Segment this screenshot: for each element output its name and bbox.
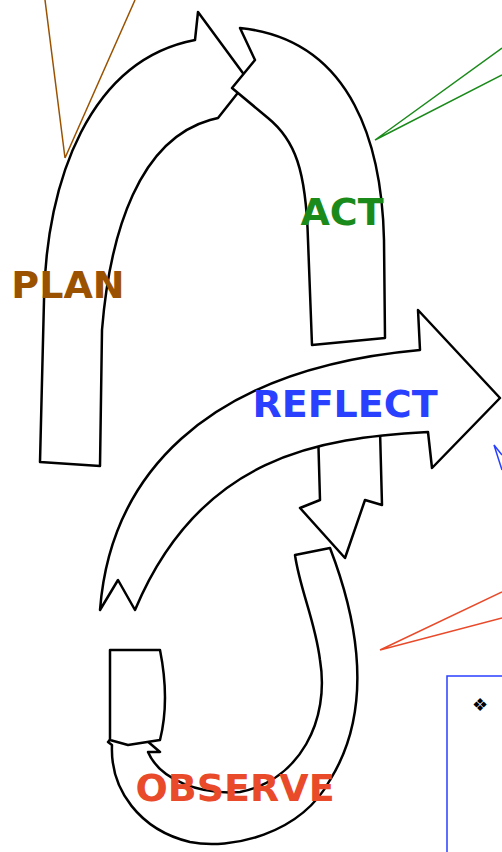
observe-arrow [108,548,357,844]
leader-line [494,445,502,470]
observe-arrow-tail [110,650,165,745]
leader-line [375,48,502,140]
note-box [447,676,502,852]
plan-arrow [40,12,248,466]
stage-label: PLAN [11,266,124,304]
reflect-arrow [100,310,500,610]
stage-label: ACT [300,193,383,231]
leader-line [380,592,502,650]
stage-label: OBSERVE [135,769,334,807]
bullet-symbol: ❖ [472,696,488,714]
stage-label: REFLECT [252,385,437,423]
act-arrow [232,28,385,345]
